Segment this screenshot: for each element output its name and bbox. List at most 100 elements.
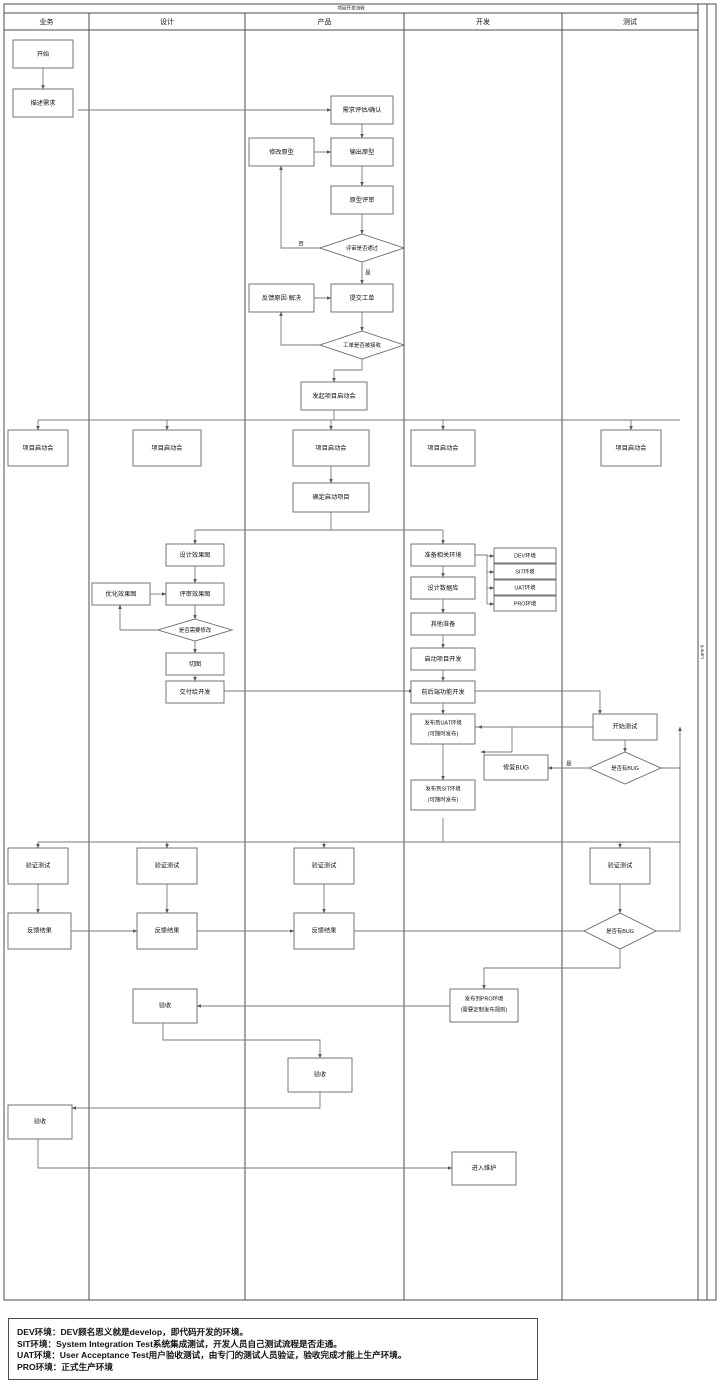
node-release-uat-line1: 发布到UAT环境 — [424, 718, 462, 726]
node-initiate-kickoff-label: 发起项目启动会 — [312, 392, 355, 400]
node-feedback-business-label: 反馈结果 — [27, 927, 52, 935]
lane-header-product: 产品 — [318, 17, 332, 26]
node-feedback-design[interactable]: 反馈结果 — [136, 912, 198, 950]
node-prepare-environments-label: 准备相关环境 — [424, 551, 461, 559]
node-verify-product-label: 验证测试 — [312, 862, 337, 870]
node-start-project-development-label: 启动项目开发 — [424, 655, 461, 663]
node-accept-business-label: 验收 — [34, 1118, 46, 1126]
node-kickoff-testing-label: 项目启动会 — [616, 444, 647, 452]
lane-headers: 业务 设计 产品 开发 测试 — [3, 12, 699, 31]
node-design-database[interactable]: 设计数据库 — [410, 576, 476, 600]
node-verify-product[interactable]: 验证测试 — [293, 847, 355, 885]
node-verify-testing-label: 验证测试 — [608, 862, 633, 870]
node-env-sit-label: SIT环境 — [515, 567, 535, 575]
node-accept-product[interactable]: 验收 — [287, 1057, 353, 1093]
node-fix-bug[interactable]: 修复BUG — [483, 754, 549, 781]
node-feedback-product[interactable]: 反馈结果 — [293, 912, 355, 950]
node-enter-maintenance[interactable]: 进入维护 — [451, 1151, 517, 1186]
node-accept-business[interactable]: 验收 — [7, 1104, 73, 1140]
node-modify-prototype-label: 修改原型 — [269, 148, 294, 156]
node-verify-design-label: 验证测试 — [155, 862, 180, 870]
node-release-uat[interactable]: 发布到UAT环境 (可随时发布) — [410, 713, 476, 745]
pool-side-label: Lane 6 — [700, 645, 705, 659]
node-requirement-evaluation[interactable]: 需求评估/确认 — [330, 95, 394, 125]
node-accept-product-label: 验收 — [314, 1071, 326, 1079]
node-deliver-to-development[interactable]: 交付给开发 — [165, 680, 225, 704]
node-accept-design-label: 验收 — [159, 1002, 171, 1010]
node-start-label: 开始 — [37, 50, 49, 58]
node-confirm-start-project-label: 确定启动项目 — [312, 493, 349, 501]
node-env-pro-label: PRO环境 — [514, 599, 537, 607]
decision-ticket-accepted[interactable]: 工单是否被接收 — [318, 330, 406, 360]
node-feature-development[interactable]: 前后端功能开发 — [410, 680, 476, 704]
node-review-mockup[interactable]: 评审效果图 — [165, 582, 225, 606]
node-kickoff-business-label: 项目启动会 — [23, 444, 54, 452]
decision-has-bug-1[interactable]: 是否有BUG — [587, 751, 663, 785]
node-slicing[interactable]: 切图 — [165, 652, 225, 676]
node-env-uat[interactable]: UAT环境 — [493, 579, 557, 596]
decision-ticket-accepted-label: 工单是否被接收 — [343, 341, 381, 349]
node-design-mockup[interactable]: 设计效果图 — [165, 543, 225, 567]
node-kickoff-development-label: 项目启动会 — [428, 444, 459, 452]
node-other-preparation-label: 其他准备 — [431, 620, 457, 628]
node-feedback-reason[interactable]: 反馈原因·解决 — [248, 283, 315, 313]
node-release-pro[interactable]: 发布到PRO环境 (需要定制发布规则) — [449, 988, 519, 1023]
node-start-test[interactable]: 开始测试 — [592, 713, 658, 741]
node-release-pro-line1: 发布到PRO环境 — [465, 994, 504, 1002]
node-modify-prototype[interactable]: 修改原型 — [248, 137, 315, 167]
pool-title: 项目开发流程 — [337, 5, 365, 12]
legend-panel: DEV环境：DEV顾名思义就是develop，即代码开发的环境。 SIT环境：S… — [8, 1318, 538, 1380]
node-kickoff-product[interactable]: 项目启动会 — [292, 429, 370, 467]
node-design-mockup-label: 设计效果图 — [180, 551, 211, 559]
node-optimize-mockup[interactable]: 优化效果图 — [91, 582, 151, 606]
node-start[interactable]: 开始 — [12, 39, 74, 69]
node-prototype-review[interactable]: 原型评审 — [330, 185, 394, 215]
node-feedback-business[interactable]: 反馈结果 — [7, 912, 72, 950]
node-accept-design[interactable]: 验收 — [132, 988, 198, 1024]
decision-has-bug-2[interactable]: 是否有BUG — [582, 912, 658, 950]
decision-need-modification[interactable]: 是否需要修改 — [156, 618, 234, 642]
node-other-preparation[interactable]: 其他准备 — [410, 612, 476, 636]
node-feedback-product-label: 反馈结果 — [312, 927, 337, 935]
node-release-sit-line1: 发布到SIT环境 — [425, 784, 461, 792]
node-initiate-kickoff[interactable]: 发起项目启动会 — [300, 381, 368, 411]
node-env-sit[interactable]: SIT环境 — [493, 563, 557, 580]
node-verify-design[interactable]: 验证测试 — [136, 847, 198, 885]
node-release-sit[interactable]: 发布到SIT环境 (可随时发布) — [410, 779, 476, 811]
decision-need-modification-label: 是否需要修改 — [179, 626, 212, 634]
node-start-project-development[interactable]: 启动项目开发 — [410, 647, 476, 671]
decision-review-passed-label: 评审是否通过 — [346, 244, 379, 252]
node-verify-business[interactable]: 验证测试 — [7, 847, 69, 885]
node-optimize-mockup-label: 优化效果图 — [106, 590, 137, 598]
node-verify-testing[interactable]: 验证测试 — [589, 847, 651, 885]
node-review-mockup-label: 评审效果图 — [180, 590, 211, 598]
node-prepare-environments[interactable]: 准备相关环境 — [410, 543, 476, 567]
node-release-uat-line2: (可随时发布) — [428, 729, 459, 737]
node-env-dev[interactable]: DEV环境 — [493, 547, 557, 564]
node-kickoff-design[interactable]: 项目启动会 — [132, 429, 202, 467]
lane-header-business: 业务 — [40, 17, 54, 26]
decision-review-passed[interactable]: 评审是否通过 — [318, 233, 406, 263]
node-describe-requirement[interactable]: 描述需求 — [12, 88, 74, 118]
node-output-prototype[interactable]: 输出原型 — [330, 137, 394, 167]
edge-label-review-yes: 是 — [365, 269, 371, 276]
node-enter-maintenance-label: 进入维护 — [472, 1164, 497, 1172]
node-feature-development-label: 前后端功能开发 — [421, 688, 464, 696]
legend-line-uat: UAT环境：User Acceptance Test用户验收测试，由专门的测试人… — [17, 1350, 407, 1360]
lane-dividers — [88, 30, 563, 1300]
node-submit-ticket-label: 提交工单 — [350, 294, 375, 302]
node-output-prototype-label: 输出原型 — [350, 148, 375, 156]
node-describe-requirement-label: 描述需求 — [31, 99, 56, 107]
node-submit-ticket[interactable]: 提交工单 — [330, 283, 394, 313]
node-release-sit-line2: (可随时发布) — [428, 795, 459, 803]
node-kickoff-development[interactable]: 项目启动会 — [410, 429, 476, 467]
node-confirm-start-project[interactable]: 确定启动项目 — [292, 482, 370, 513]
node-feedback-reason-label: 反馈原因·解决 — [262, 294, 301, 302]
node-deliver-to-development-label: 交付给开发 — [180, 688, 211, 696]
node-kickoff-testing[interactable]: 项目启动会 — [600, 429, 662, 467]
node-kickoff-design-label: 项目启动会 — [152, 444, 183, 452]
node-kickoff-business[interactable]: 项目启动会 — [7, 429, 69, 467]
node-fix-bug-label: 修复BUG — [503, 764, 529, 772]
node-env-pro[interactable]: PRO环境 — [493, 595, 557, 612]
